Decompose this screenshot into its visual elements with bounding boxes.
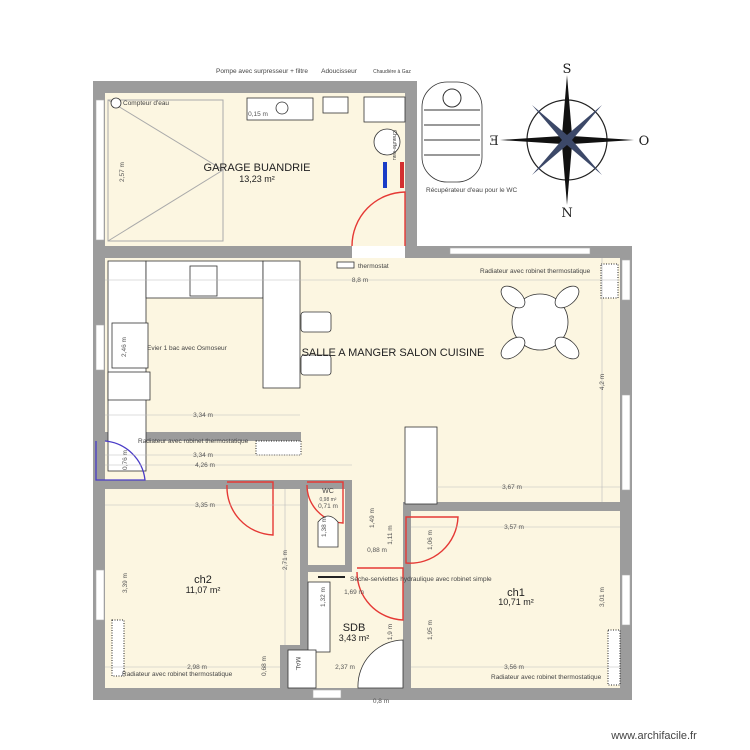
garage-door[interactable] xyxy=(351,191,406,247)
sofa-icon xyxy=(404,426,438,505)
room-area-sdb: 3,43 m² xyxy=(339,633,370,643)
sdb-door[interactable] xyxy=(356,567,404,621)
room-name-garage: GARAGE BUANDRIE xyxy=(204,162,311,174)
manifold-icon xyxy=(383,162,404,188)
watermark: www.archifacile.fr xyxy=(610,730,697,742)
pump-label: Pompe avec surpresseur + filtre xyxy=(216,68,308,75)
room-area-wc: 0,98 m² xyxy=(320,497,337,503)
dimension-label: 1,38 m xyxy=(321,517,328,537)
softener-icon xyxy=(322,96,349,114)
radiator-icon xyxy=(255,440,302,456)
radiator-ch1-label: Radiateur avec robinet thermostatique xyxy=(491,674,602,681)
dimension-label: 1,49 m xyxy=(369,508,376,528)
rainwater-tank-icon xyxy=(421,81,483,183)
water-heater-label: Chauffe-eau xyxy=(391,130,397,160)
room-name-ch1: ch1 xyxy=(507,587,525,599)
thermostat-icon xyxy=(336,261,355,269)
thermostat-label: thermostat xyxy=(358,263,389,270)
shower-icon xyxy=(357,639,404,689)
room-area-ch1: 10,71 m² xyxy=(498,597,534,607)
dining-table xyxy=(500,285,580,360)
dimension-label: 1,32 m xyxy=(320,587,327,607)
room-area-ch2: 11,07 m² xyxy=(186,585,221,595)
room-name-ch2: ch2 xyxy=(194,574,212,586)
dishwasher-icon xyxy=(107,371,151,401)
dimension-label: 0,88 m xyxy=(367,547,387,554)
room-area-garage: 13,23 m² xyxy=(239,174,275,184)
windows xyxy=(95,99,631,699)
washing-machine-label: MAL xyxy=(294,657,301,671)
water-heater-icon xyxy=(373,128,401,156)
double-vanity-icon xyxy=(307,581,331,653)
dimension-label: 1,9 m xyxy=(387,624,394,640)
dimension-label: 2,37 m xyxy=(335,664,355,671)
dimension-label: 3,34 m xyxy=(193,412,213,419)
compass-label-right: O xyxy=(639,134,650,149)
dimension-label: 4,2 m xyxy=(599,374,606,390)
ch1-door[interactable] xyxy=(405,516,459,564)
boiler-label: Chaudière à Gaz xyxy=(373,69,411,75)
towel-dryer-label: Sèche-serviettes hydraulique avec robine… xyxy=(350,576,492,583)
bar-stools xyxy=(300,311,332,376)
dimension-label: 2,98 m xyxy=(187,664,207,671)
dimension-label: 0,68 m xyxy=(261,656,268,676)
room-name-sdb: SDB xyxy=(343,622,366,634)
radiator-living-label: Radiateur avec robinet thermostatique xyxy=(480,268,591,275)
rainwater-tank-label: Récupérateur d'eau pour le WC xyxy=(426,187,518,194)
dimension-label: 0,76 m xyxy=(122,450,129,470)
washing-machine-icon xyxy=(287,649,317,689)
compass-label-left: E xyxy=(489,134,499,149)
wc-door[interactable] xyxy=(306,481,344,524)
softener-label: Adoucisseur xyxy=(321,68,358,75)
cooktop-icon xyxy=(189,265,218,297)
dimension-label: 1,69 m xyxy=(344,589,364,596)
dimension-label: 0,8 m xyxy=(373,698,389,705)
dimension-label: 3,57 m xyxy=(504,524,524,531)
sink-icon xyxy=(111,322,149,369)
radiator-hall-label: Radiateur avec robinet thermostatique xyxy=(138,438,249,445)
boiler-icon xyxy=(363,96,406,123)
pump-icon xyxy=(246,97,314,121)
dimension-label: 2,57 m xyxy=(119,162,126,182)
compass-label-bottom: N xyxy=(561,206,572,221)
dimension-lines xyxy=(105,258,620,668)
dimension-label: 2,46 m xyxy=(121,337,128,357)
dimension-label: 8,8 m xyxy=(352,277,368,284)
dimension-label: 2,71 m xyxy=(282,550,289,570)
radiator-icon xyxy=(111,619,125,677)
entry-door[interactable] xyxy=(95,440,146,481)
dimension-label: 3,35 m xyxy=(195,502,215,509)
dimension-label: 3,01 m xyxy=(599,587,606,607)
radiator-icon xyxy=(607,629,621,686)
room-name-wc: WC xyxy=(322,488,334,495)
dimension-label: 1,95 m xyxy=(427,620,434,640)
dimension-label: 0,71 m xyxy=(318,503,338,510)
water-meter-icon xyxy=(110,97,122,109)
dimension-labels: 0,15 m 2,57 m 8,8 m 4,2 m 2,46 m 3,34 m … xyxy=(119,111,606,705)
dimension-label: 4,26 m xyxy=(195,462,215,469)
toilet-icon xyxy=(317,515,339,548)
ch2-door[interactable] xyxy=(226,481,274,536)
garage-door-outline xyxy=(107,99,224,242)
dimension-label: 1,11 m xyxy=(387,525,394,544)
dimension-label: 3,39 m xyxy=(122,573,129,593)
compass-rose-icon xyxy=(500,75,634,205)
dimension-label: 3,56 m xyxy=(504,664,524,671)
dimension-label: 3,34 m xyxy=(193,452,213,459)
dimension-label: 3,67 m xyxy=(502,484,522,491)
sink-label: Evier 1 bac avec Osmoseur xyxy=(147,345,228,352)
radiator-ch2-label: Radiateur avec robinet thermostatique xyxy=(122,671,233,678)
room-name-living: SALLE A MANGER SALON CUISINE xyxy=(302,347,485,359)
kitchen-counters xyxy=(107,260,301,472)
radiator-icon xyxy=(600,263,619,299)
water-meter-label: Compteur d'eau xyxy=(123,100,169,107)
dimension-label: 1,06 m xyxy=(427,530,434,550)
compass-label-top: S xyxy=(563,62,572,77)
dimension-label: 0,15 m xyxy=(248,111,268,118)
